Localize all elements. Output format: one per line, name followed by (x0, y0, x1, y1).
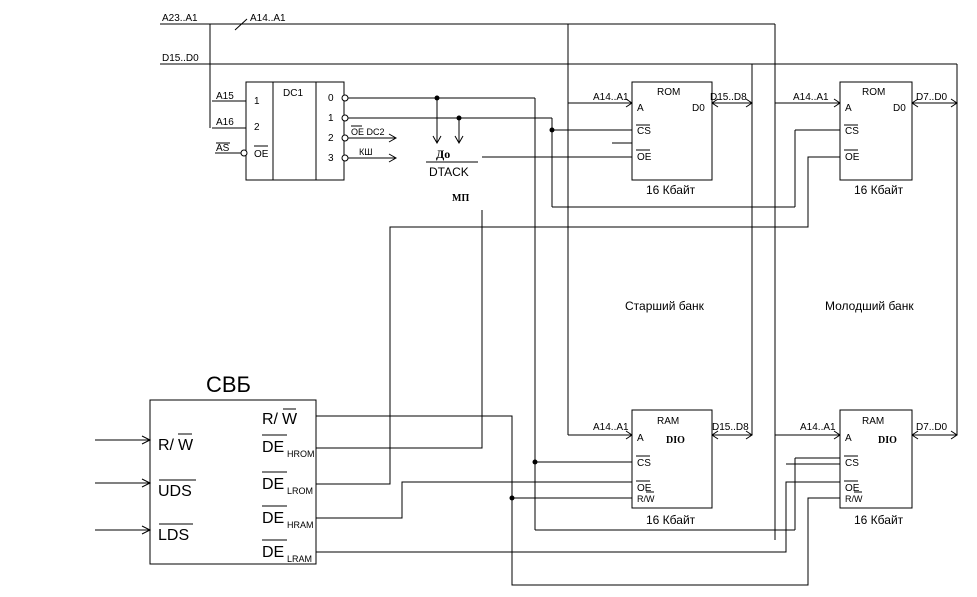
svb-out-de-hram: DE (262, 510, 284, 527)
ram-high-size: 16 Кбайт (646, 513, 696, 527)
rom-high-size: 16 Кбайт (646, 183, 696, 197)
svb-title: СВБ (206, 372, 251, 397)
ram-high-rw-pin-r: R/ (637, 494, 646, 504)
rom-low-chip (839, 81, 913, 181)
dc1-oe-inversion (240, 149, 248, 157)
dc1-pin1: 1 (254, 96, 260, 107)
rom-low-cs-pin: CS (845, 126, 859, 137)
dtack-bottom-label: DTACK (429, 165, 469, 179)
svb-out-de-lrom: DE (262, 476, 284, 493)
bus-label-data: D15..D0 (162, 53, 199, 64)
rom-high-d-pin: D0 (692, 103, 705, 114)
dc1-in-as: AS (216, 143, 230, 154)
bank-low-caption: Молодший банк (825, 299, 914, 313)
ram-low-dio-pin: DIO (878, 435, 897, 446)
ram-high-dio-pin: DIO (666, 435, 685, 446)
ram-high-a-pin: A (637, 433, 644, 444)
dtack-top-label: До (436, 147, 450, 161)
dc1-out3: 3 (328, 153, 334, 164)
rom-high-a-pin: A (637, 103, 644, 114)
rom-high-title: ROM (657, 87, 680, 98)
dc1-in-a15: A15 (216, 91, 234, 102)
ram-high-data: D15..D8 (712, 422, 749, 433)
rom-high-data: D15..D8 (710, 92, 747, 103)
rom-high-oe-pin: OE (637, 152, 652, 163)
rom-high-addr: A14..A1 (593, 92, 629, 103)
ram-low-rw-pin-r: R/ (845, 494, 854, 504)
svb-block (95, 399, 317, 565)
svb-in-lds: LDS (158, 527, 189, 544)
bus-label-addr-sub: A14..A1 (250, 13, 286, 24)
dc1-out3-label: КШ (359, 147, 373, 157)
dc1-out2-inversion (341, 134, 349, 142)
dc1-out2-label: OE DC2 (351, 127, 385, 137)
ram-low-a-pin: A (845, 433, 852, 444)
dc1-pin2: 2 (254, 122, 260, 133)
address-wiring (567, 24, 841, 440)
rom-low-d-pin: D0 (893, 103, 906, 114)
ram-high-cs-pin: CS (637, 458, 651, 469)
svb-out-de-lram: DE (262, 544, 284, 561)
ram-high-rw-pin-w: W (646, 494, 655, 504)
ram-low-oe-pin: OE (845, 483, 860, 494)
svb-in-uds: UDS (158, 483, 192, 500)
dc1-decoder (212, 81, 398, 181)
ram-high-chip (631, 409, 713, 509)
bus-lines (160, 18, 958, 540)
rom-high-cs-pin: CS (637, 126, 651, 137)
dc1-title: DC1 (283, 88, 303, 99)
ram-low-data: D7..D0 (916, 422, 948, 433)
dc1-out1-inversion (341, 114, 349, 122)
rom-low-title: ROM (862, 87, 885, 98)
svb-sub-hram: HRAM (287, 520, 314, 530)
dc1-in-a16: A16 (216, 117, 234, 128)
svb-sub-lram: LRAM (287, 554, 312, 564)
svb-in-rw-r: R/ (158, 437, 175, 454)
dc1-out2: 2 (328, 133, 334, 144)
dtack-mp-label: МП (452, 193, 469, 204)
data-wiring (711, 64, 958, 440)
rom-high-chip (612, 81, 713, 181)
ram-low-title: RAM (862, 416, 884, 427)
rom-low-a-pin: A (845, 103, 852, 114)
rom-low-data: D7..D0 (916, 92, 948, 103)
svb-in-rw-w: W (178, 437, 194, 454)
dc1-out0-inversion (341, 94, 349, 102)
svb-sub-hrom: HROM (287, 449, 315, 459)
ram-low-cs-pin: CS (845, 458, 859, 469)
ram-high-title: RAM (657, 416, 679, 427)
dc1-out1: 1 (328, 113, 334, 124)
dc1-out3-inversion (341, 154, 349, 162)
rom-low-addr: A14..A1 (793, 92, 829, 103)
ram-low-chip (839, 409, 913, 509)
bus-label-addr-main: A23..A1 (162, 13, 198, 24)
ram-high-addr: A14..A1 (593, 422, 629, 433)
ram-low-addr: A14..A1 (800, 422, 836, 433)
svb-sub-lrom: LROM (287, 486, 313, 496)
rom-low-size: 16 Кбайт (854, 183, 904, 197)
bank-high-caption: Старший банк (625, 299, 705, 313)
chip-select-wiring (348, 95, 840, 531)
svb-out-rw-w: W (282, 411, 298, 428)
dc1-out0: 0 (328, 93, 334, 104)
svb-out-rw-r: R/ (262, 411, 279, 428)
ram-low-rw-pin-w: W (854, 494, 863, 504)
rom-low-oe-pin: OE (845, 152, 860, 163)
ram-high-oe-pin: OE (637, 483, 652, 494)
svb-out-de-hrom: DE (262, 439, 284, 456)
dc1-pin-oe: OE (254, 149, 269, 160)
svb-output-wiring (316, 156, 840, 586)
ram-low-size: 16 Кбайт (854, 513, 904, 527)
